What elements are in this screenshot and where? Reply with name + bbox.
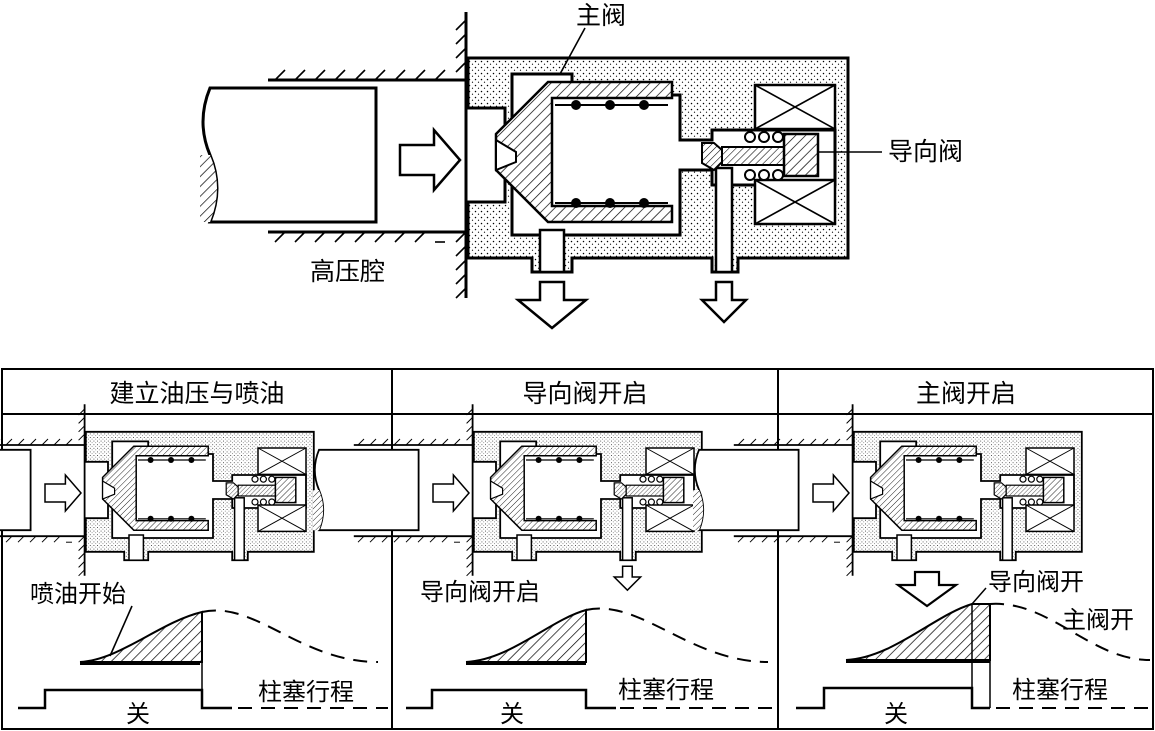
panel-2-off-label: 关: [500, 700, 524, 728]
stage-table: [1, 368, 1154, 730]
panel-3-stroke-label: 柱塞行程: [1012, 676, 1108, 704]
panel-2-pilot-arrow: [613, 565, 642, 591]
panel-2-stroke-label: 柱塞行程: [618, 676, 714, 704]
panel-1-timing: 喷油开始 关 柱塞行程: [18, 580, 388, 728]
panel-3-valve: [692, 403, 1083, 577]
panel-1-valve: [0, 403, 315, 577]
panel-3-annotation-pilot: 导向阀开: [988, 568, 1084, 596]
panel-3-annotation-main: 主阀开: [1062, 606, 1134, 634]
panel-3-main-arrow: [894, 570, 960, 608]
panel-2-valve: [312, 403, 703, 591]
main-valve-figure: 主阀 导向阀 高压腔: [198, 1, 963, 330]
chamber-label: 高压腔: [310, 257, 385, 286]
main-valve-label: 主阀: [576, 1, 626, 30]
panel-1-off-label: 关: [126, 700, 150, 728]
pilot-valve-label: 导向阀: [888, 137, 963, 166]
panel-3-timing: 导向阀开 主阀开 关 柱塞行程: [796, 568, 1151, 728]
panel-2-title: 导向阀开启: [522, 379, 647, 408]
panel-2-annotation: 导向阀开启: [420, 578, 540, 606]
panel-1-title: 建立油压与喷油: [109, 379, 284, 408]
panel-3-title: 主阀开启: [916, 379, 1016, 408]
panel-2-timing: 导向阀开启 关 柱塞行程: [406, 578, 772, 728]
panel-3-off-label: 关: [884, 700, 908, 728]
main-outlet-arrow: [516, 280, 588, 330]
pilot-outlet-arrow: [700, 280, 748, 324]
panel-1-stroke-label: 柱塞行程: [258, 678, 354, 706]
panel-1-annotation: 喷油开始: [30, 580, 126, 608]
